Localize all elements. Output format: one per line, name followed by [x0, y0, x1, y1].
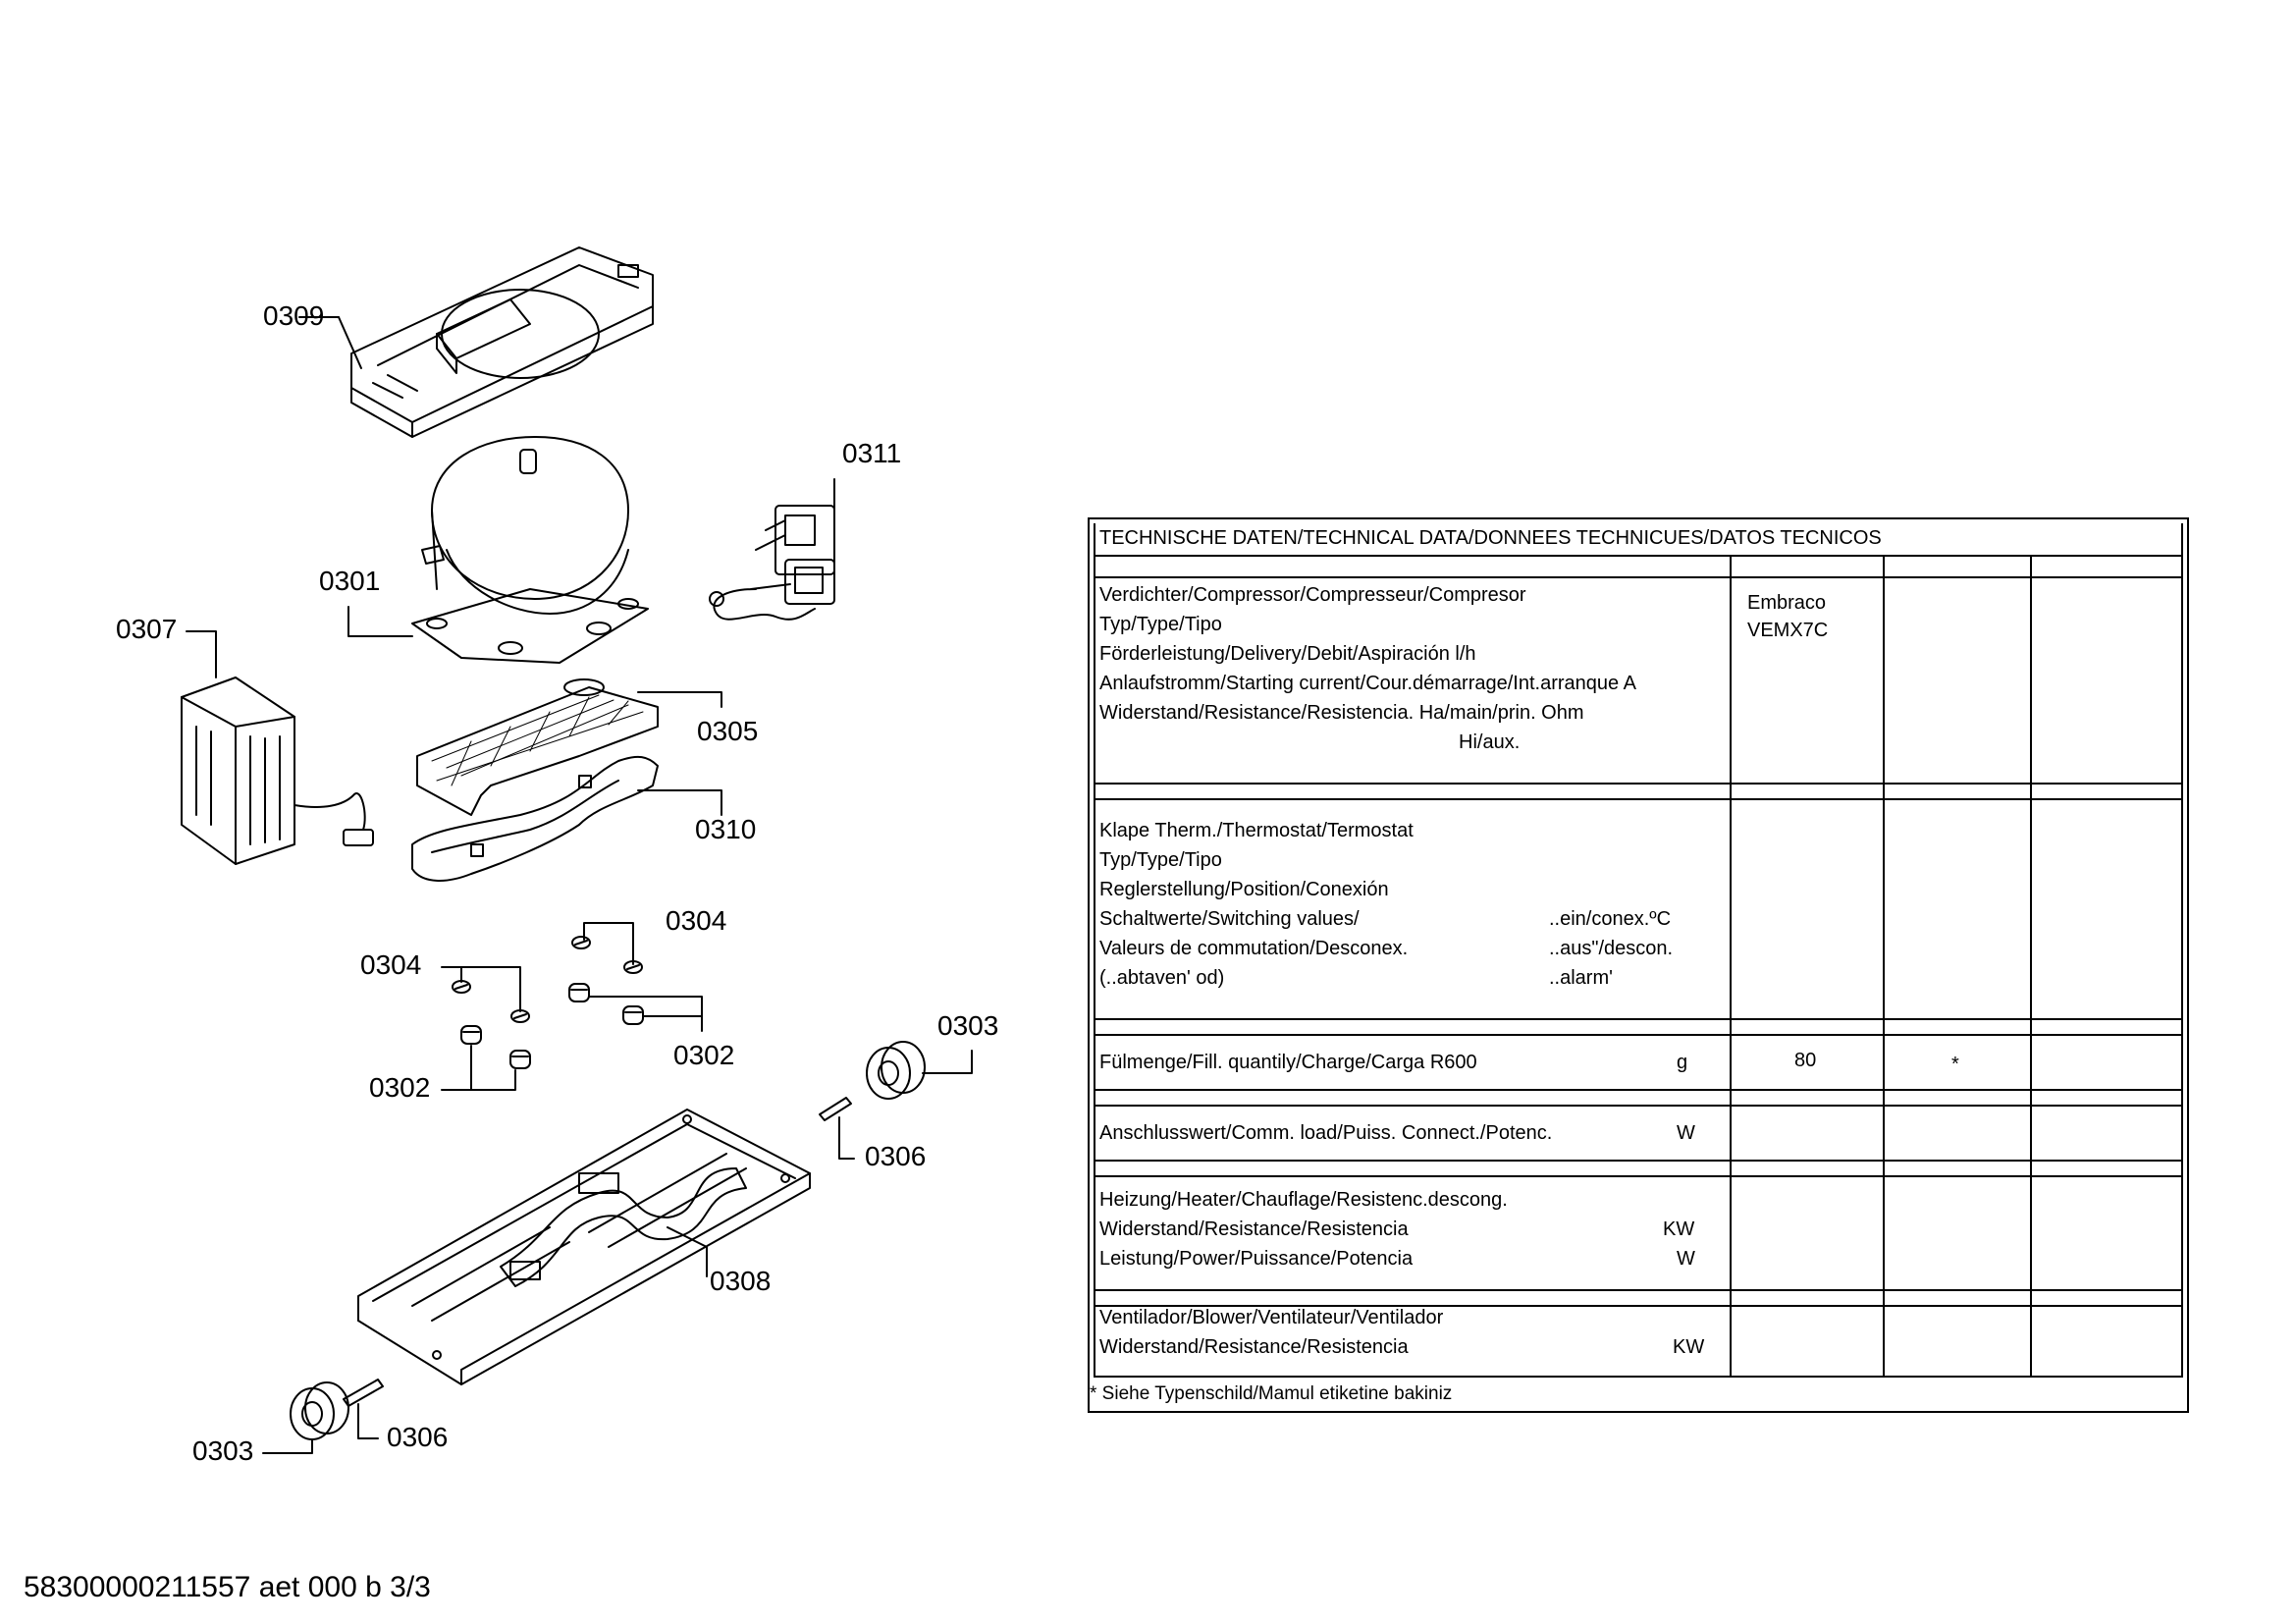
connection-unit: W	[1677, 1122, 1695, 1144]
fan-unit: KW	[1673, 1336, 1705, 1358]
leader-0306a	[838, 1116, 855, 1160]
heater-unit-2: W	[1677, 1248, 1695, 1270]
label-0303-bottom: 0303	[192, 1435, 254, 1466]
compressor-type: VEMX7C	[1747, 620, 1829, 641]
label-0302-left: 0302	[369, 1072, 431, 1103]
label-0302-right: 0302	[673, 1040, 735, 1070]
label-0305: 0305	[697, 716, 759, 746]
compressor-make: Embraco	[1747, 592, 1827, 614]
part-0311-relay	[709, 505, 835, 621]
heater-line-1: Heizung/Heater/Chauflage/Resistenc.desco…	[1099, 1189, 1508, 1211]
leader-0304b	[441, 966, 521, 1012]
leader-0301	[347, 606, 413, 637]
part-0303-roller-top	[866, 1041, 926, 1100]
heater-line-3: Leistung/Power/Puissance/Potencia	[1099, 1248, 1414, 1270]
part-0304-screws	[452, 936, 643, 1023]
label-0303-top: 0303	[937, 1010, 999, 1041]
compressor-line-1: Verdichter/Compressor/Compresseur/Compre…	[1099, 584, 1526, 606]
charge-unit: g	[1677, 1052, 1688, 1073]
part-0306-axle-bottom	[343, 1379, 384, 1407]
tech-title: TECHNISCHE DATEN/TECHNICAL DATA/DONNEES …	[1099, 527, 1882, 549]
label-0310: 0310	[695, 814, 757, 844]
fan-line-2: Widerstand/Resistance/Resistencia	[1099, 1336, 1409, 1358]
part-0307-control-box	[181, 677, 374, 865]
label-0308: 0308	[710, 1266, 772, 1296]
compressor-line-2: Typ/Type/Tipo	[1099, 614, 1222, 635]
thermostat-right-2: ..aus"/descon.	[1549, 938, 1674, 959]
compressor-line-6: Hi/aux.	[1459, 731, 1521, 753]
part-0303-roller-bottom	[290, 1381, 349, 1440]
compressor-line-5: Widerstand/Resistance/Resistencia. Ha/ma…	[1099, 702, 1584, 724]
technical-data-table: TECHNISCHE DATEN/TECHNICAL DATA/DONNEES …	[1088, 517, 2189, 1413]
leader-0307	[186, 630, 217, 678]
heater-unit-1: KW	[1663, 1218, 1695, 1240]
label-0311: 0311	[842, 438, 902, 468]
part-0309-cover	[350, 246, 654, 438]
part-0301-compressor	[411, 436, 649, 664]
compressor-line-3: Förderleistung/Delivery/Debit/Aspiración…	[1099, 643, 1476, 665]
label-0304-right: 0304	[666, 905, 727, 936]
compressor-line-4: Anlaufstromm/Starting current/Cour.démar…	[1099, 673, 1636, 694]
leader-0302b	[588, 996, 703, 1032]
label-0307: 0307	[116, 614, 178, 644]
charge-label: Fülmenge/Fill. quantily/Charge/Carga R60…	[1099, 1052, 1477, 1073]
label-0301: 0301	[319, 566, 381, 596]
leader-0306b	[357, 1403, 379, 1439]
thermostat-line-4: Schaltwerte/Switching values/	[1099, 908, 1360, 930]
leader-0310	[637, 789, 722, 816]
leader-0304a	[583, 922, 634, 965]
label-0306-top: 0306	[865, 1141, 927, 1171]
thermostat-line-6: (..abtaven' od)	[1099, 967, 1225, 989]
thermostat-right-3: ..alarm'	[1549, 967, 1613, 989]
charge-mark: *	[1951, 1054, 1959, 1075]
leader-0303b	[262, 1438, 313, 1454]
fan-line-1: Ventilador/Blower/Ventilateur/Ventilador	[1099, 1307, 1444, 1328]
label-0306-bottom: 0306	[387, 1422, 449, 1452]
thermostat-line-3: Reglerstellung/Position/Conexión	[1099, 879, 1389, 900]
leader-0302a	[441, 1069, 516, 1091]
heater-line-2: Widerstand/Resistance/Resistencia	[1099, 1218, 1409, 1240]
leader-0305	[637, 691, 722, 708]
label-0309: 0309	[263, 300, 325, 331]
part-0308-base-plate	[357, 1109, 811, 1385]
thermostat-line-1: Klape Therm./Thermostat/Termostat	[1099, 820, 1414, 841]
part-0306-axle-top	[819, 1097, 852, 1121]
thermostat-right-1: ..ein/conex.ºC	[1549, 908, 1672, 930]
connection-label: Anschlusswert/Comm. load/Puiss. Connect.…	[1099, 1122, 1553, 1144]
part-0305-grid	[416, 678, 659, 816]
leader-0303a	[922, 1050, 973, 1074]
leader-0308	[667, 1226, 708, 1277]
part-0310-tray	[411, 755, 659, 882]
charge-value: 80	[1794, 1050, 1817, 1071]
label-0304-left: 0304	[360, 949, 422, 980]
thermostat-line-2: Typ/Type/Tipo	[1099, 849, 1222, 871]
document-number: 58300000211557 aet 000 b 3/3	[24, 1571, 431, 1603]
footnote: * Siehe Typenschild/Mamul etiketine baki…	[1090, 1383, 1453, 1404]
thermostat-line-5: Valeurs de commutation/Desconex.	[1099, 938, 1409, 959]
part-0302-feet	[460, 983, 644, 1069]
